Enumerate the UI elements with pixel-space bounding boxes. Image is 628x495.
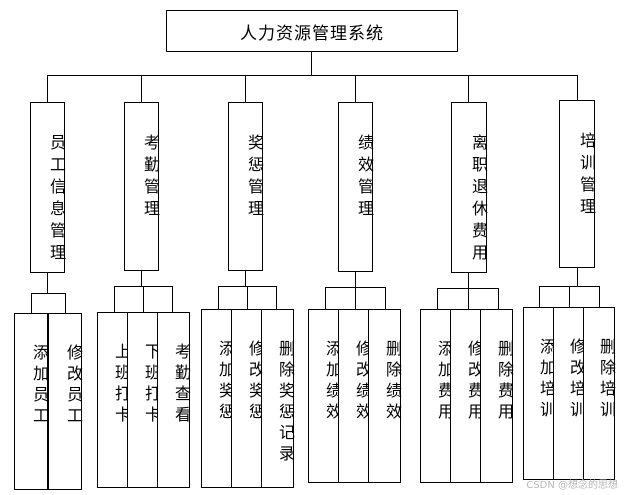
connector (172, 286, 174, 312)
leaf-node: 上班打卡 (97, 312, 131, 488)
module-label: 离职退休费用 (469, 134, 488, 266)
leaf-label: 删除培训 (597, 338, 616, 422)
leaf-label: 考勤查看 (172, 343, 191, 427)
root-label: 人力资源管理系统 (240, 23, 384, 44)
module-label: 考勤管理 (141, 134, 160, 222)
connector (276, 286, 278, 309)
leaf-node: 删除培训 (583, 307, 616, 480)
module-node: 离职退休费用 (451, 102, 488, 273)
leaf-node: 下班打卡 (127, 312, 161, 488)
connector (569, 286, 571, 307)
watermark: CSDN @想念的思想 (526, 480, 618, 491)
connector (141, 271, 143, 286)
leaf-node: 修改奖惩 (231, 309, 265, 488)
leaf-label: 修改费用 (465, 340, 484, 424)
connector (141, 75, 143, 102)
module-label: 培训管理 (577, 132, 596, 220)
connector (437, 288, 498, 290)
leaf-label: 删除费用 (495, 340, 514, 424)
leaf-label: 下班打卡 (142, 343, 161, 427)
module-label: 奖惩管理 (245, 134, 264, 222)
connector (577, 268, 579, 286)
module-label: 员工信息管理 (47, 134, 66, 266)
connector (247, 286, 249, 309)
leaf-label: 添加培训 (537, 338, 556, 422)
connector (245, 271, 247, 286)
connector (539, 286, 541, 307)
leaf-node: 考勤查看 (157, 312, 191, 488)
leaf-label: 修改员工 (64, 344, 83, 428)
connector (47, 75, 578, 77)
module-node: 考勤管理 (124, 102, 160, 271)
leaf-node: 添加奖惩 (201, 309, 235, 488)
leaf-label: 添加员工 (30, 344, 49, 428)
leaf-node: 修改绩效 (338, 309, 372, 483)
connector (47, 273, 49, 293)
leaf-node: 删除奖惩记录 (261, 309, 295, 488)
leaf-node: 添加费用 (420, 309, 454, 483)
leaf-label: 修改绩效 (353, 340, 372, 424)
connector (437, 288, 439, 309)
connector (245, 75, 247, 102)
connector (65, 293, 67, 313)
connector (355, 75, 357, 102)
module-node: 奖惩管理 (228, 102, 264, 271)
connector (218, 286, 220, 309)
leaf-label: 上班打卡 (112, 343, 131, 427)
connector (31, 293, 33, 313)
leaf-label: 删除绩效 (383, 340, 402, 424)
leaf-node: 修改员工 (48, 313, 83, 490)
module-label: 绩效管理 (355, 134, 374, 222)
connector (468, 288, 470, 309)
leaf-node: 修改费用 (450, 309, 484, 483)
module-node: 员工信息管理 (30, 102, 66, 273)
leaf-label: 修改奖惩 (246, 340, 265, 424)
connector (325, 287, 327, 309)
leaf-label: 添加绩效 (323, 340, 342, 424)
connector (468, 273, 470, 288)
connector (47, 75, 49, 102)
connector (143, 286, 145, 312)
leaf-node: 添加培训 (523, 307, 556, 480)
connector (385, 287, 387, 309)
connector (498, 288, 500, 309)
connector (599, 286, 601, 307)
connector (355, 272, 357, 287)
leaf-label: 添加奖惩 (216, 340, 235, 424)
module-node: 绩效管理 (338, 102, 374, 272)
leaf-label: 修改培训 (567, 338, 586, 422)
connector (311, 52, 313, 75)
connector (468, 75, 470, 102)
connector (355, 287, 357, 309)
leaf-node: 添加员工 (14, 313, 49, 490)
leaf-label: 添加费用 (435, 340, 454, 424)
connector (577, 75, 579, 100)
leaf-node: 删除绩效 (368, 309, 402, 483)
leaf-node: 删除费用 (480, 309, 514, 483)
leaf-label: 删除奖惩记录 (276, 340, 295, 466)
leaf-node: 修改培训 (553, 307, 586, 480)
module-node: 培训管理 (559, 100, 596, 268)
connector (114, 286, 116, 312)
connector (31, 293, 65, 295)
root-node: 人力资源管理系统 (166, 10, 458, 52)
leaf-node: 添加绩效 (308, 309, 342, 483)
